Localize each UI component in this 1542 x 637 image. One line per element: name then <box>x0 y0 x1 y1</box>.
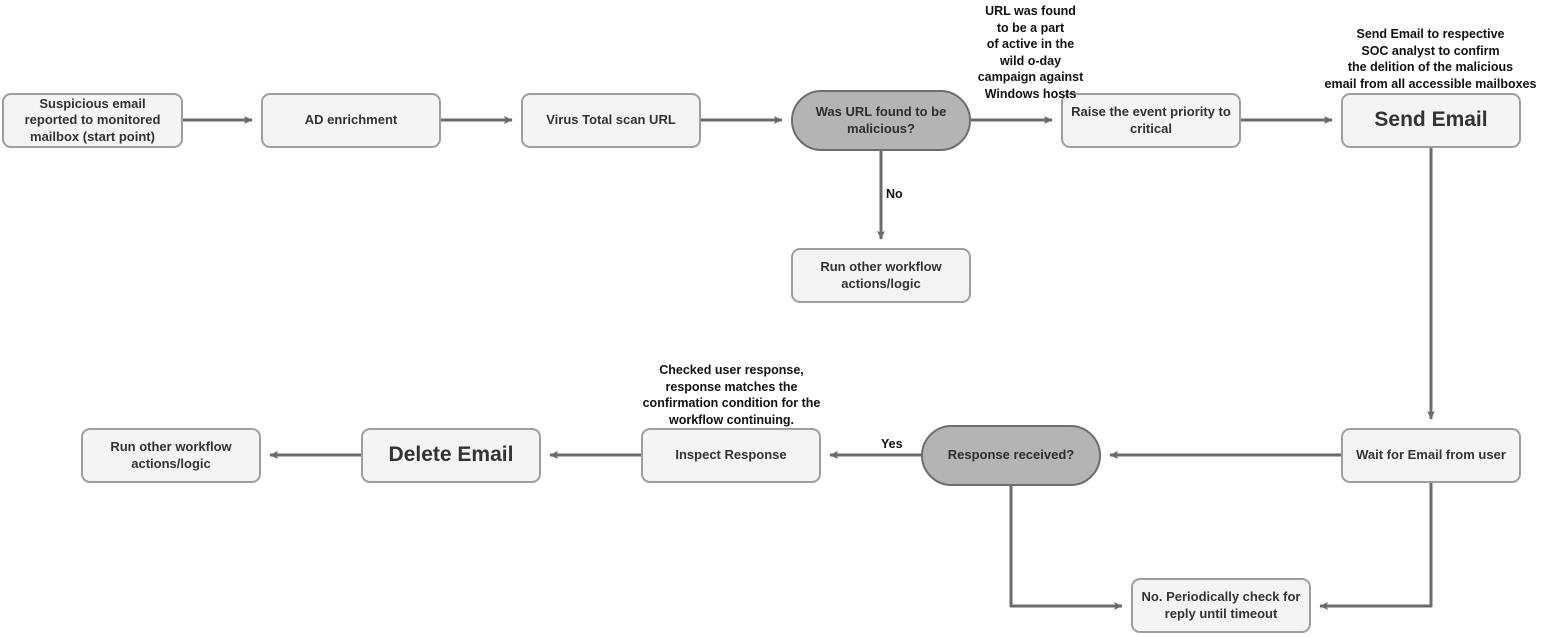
branch-label-no: No <box>886 187 903 201</box>
node-virus-total-scan-label: Virus Total scan URL <box>546 112 676 128</box>
node-wait-for-email[interactable]: Wait for Email from user <box>1341 428 1521 483</box>
node-run-other-workflow-bottom-label: Run other workflow actions/logic <box>110 438 232 471</box>
node-periodic-check-label: No. Periodically check for reply until t… <box>1141 588 1301 621</box>
node-inspect-response-label: Inspect Response <box>675 447 787 463</box>
node-delete-email-label: Delete Email <box>388 443 514 467</box>
node-wait-for-email-label: Wait for Email from user <box>1356 447 1506 463</box>
node-send-email[interactable]: Send Email <box>1341 93 1521 148</box>
node-send-email-label: Send Email <box>1374 108 1488 132</box>
node-start-label: Suspicious email reported to monitored m… <box>24 95 161 144</box>
node-response-received-decision[interactable]: Response received? <box>921 425 1101 486</box>
edge-wait-for-email-to-periodic-check <box>1319 483 1433 610</box>
node-run-other-workflow-bottom[interactable]: Run other workflow actions/logic <box>81 428 261 483</box>
edge-label-url-found-active-campaign: URL was found to be a part of active in … <box>977 4 1084 101</box>
node-response-received-decision-label: Response received? <box>947 447 1075 463</box>
edge-response-decision-no-to-periodic-check <box>1009 486 1123 610</box>
node-url-malicious-decision-label: Was URL found to be malicious? <box>815 103 947 136</box>
node-raise-priority[interactable]: Raise the event priority to critical <box>1061 93 1241 148</box>
node-run-other-workflow-top-label: Run other workflow actions/logic <box>820 258 942 291</box>
edge-label-send-email-soc-analyst: Send Email to respective SOC analyst to … <box>1324 27 1537 91</box>
node-start[interactable]: Suspicious email reported to monitored m… <box>2 93 183 148</box>
node-delete-email[interactable]: Delete Email <box>361 428 541 483</box>
node-ad-enrichment-label: AD enrichment <box>304 112 398 128</box>
node-raise-priority-label: Raise the event priority to critical <box>1071 103 1231 136</box>
edge-label-checked-user-response: Checked user response, response matches … <box>642 363 821 427</box>
node-inspect-response[interactable]: Inspect Response <box>641 428 821 483</box>
node-ad-enrichment[interactable]: AD enrichment <box>261 93 441 148</box>
node-periodic-check[interactable]: No. Periodically check for reply until t… <box>1131 578 1311 633</box>
node-virus-total-scan[interactable]: Virus Total scan URL <box>521 93 701 148</box>
branch-label-yes: Yes <box>881 437 903 451</box>
node-run-other-workflow-top[interactable]: Run other workflow actions/logic <box>791 248 971 303</box>
node-url-malicious-decision[interactable]: Was URL found to be malicious? <box>791 90 971 151</box>
